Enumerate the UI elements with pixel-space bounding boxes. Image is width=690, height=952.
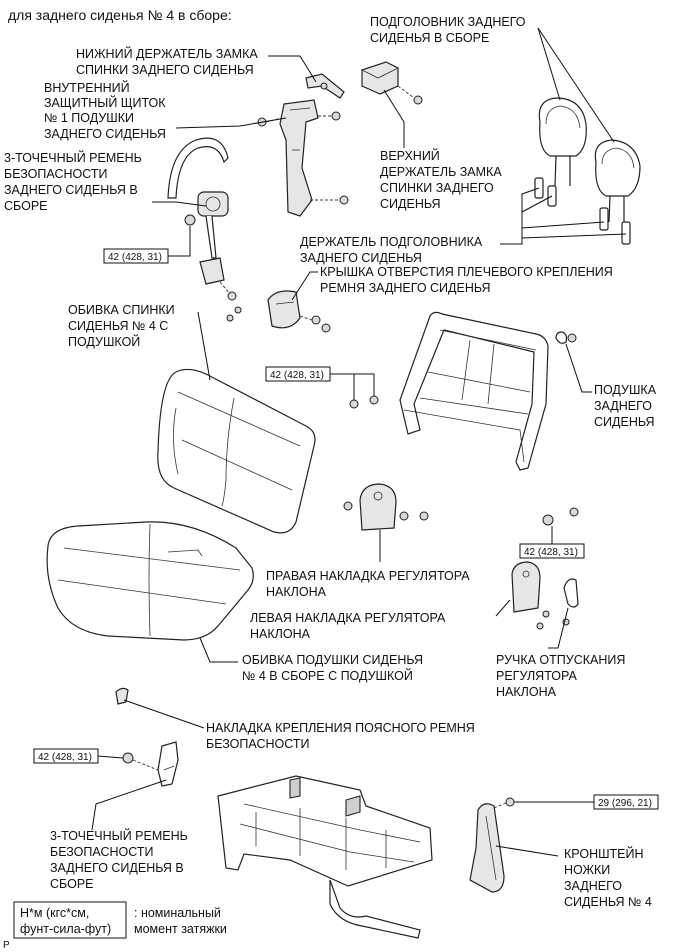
label-belt-bottom: 3-ТОЧЕЧНЫЙ РЕМЕНЬ БЕЗОПАСНОСТИ ЗАДНЕГО С… <box>50 828 191 891</box>
torque-value: 42 (428, 31) <box>38 752 92 763</box>
torque-spec-leg-bracket: 29 (296, 21) <box>593 794 659 810</box>
label-cushion-cover: ОБИВКА ПОДУШКИ СИДЕНЬЯ № 4 В СБОРЕ С ПОД… <box>242 653 427 683</box>
belt-lower-anchor <box>122 741 179 787</box>
diagram-title: для заднего сиденья № 4 в сборе: <box>8 7 232 23</box>
torque-value: 29 (296, 21) <box>598 798 652 809</box>
seat-cushion-cover <box>46 521 254 641</box>
label-lap-belt-cover: НАКЛАДКА КРЕПЛЕНИЯ ПОЯСНОГО РЕМНЯ БЕЗОПА… <box>206 721 478 751</box>
label-leg-bracket: КРОНШТЕЙН НОЖКИ ЗАДНЕГО СИДЕНЬЯ № 4 <box>564 846 652 909</box>
legend-box-text: Н*м (кгс*см, фунт-сила-фут) <box>20 906 111 936</box>
torque-value: 42 (428, 31) <box>524 547 578 558</box>
label-lower-lock-retainer: НИЖНИЙ ДЕРЖАТЕЛЬ ЗАМКА СПИНКИ ЗАДНЕГО СИ… <box>76 46 261 77</box>
left-recliner-cover <box>511 561 550 630</box>
belt-retractor-assembly <box>167 137 242 322</box>
torque-spec-frame-upper: 42 (428, 31) <box>265 366 331 382</box>
label-back-cover: ОБИВКА СПИНКИ СИДЕНЬЯ № 4 С ПОДУШКОЙ <box>68 303 178 349</box>
label-inner-guard: ВНУТРЕННИЙ ЗАЩИТНЫЙ ЩИТОК № 1 ПОДУШКИ ЗА… <box>44 80 169 141</box>
upper-lock-retainer <box>361 61 423 105</box>
right-recliner-cover <box>343 483 429 531</box>
seatback-frame <box>349 311 579 526</box>
headrest-supports <box>534 177 631 245</box>
label-upper-lock-retainer: ВЕРХНИЙ ДЕРЖАТЕЛЬ ЗАМКА СПИНКИ ЗАДНЕГО С… <box>380 148 505 211</box>
seat-cushion-frame <box>217 775 433 939</box>
shoulder-anchor-cover <box>267 290 331 333</box>
torque-spec-lap-belt: 42 (428, 31) <box>33 748 99 764</box>
lower-lock-retainer <box>305 73 345 99</box>
legend-description: : номинальный момент затяжки <box>134 906 227 936</box>
label-belt-top: 3-ТОЧЕЧНЫЙ РЕМЕНЬ БЕЗОПАСНОСТИ ЗАДНЕГО С… <box>4 150 145 213</box>
inner-guard <box>257 99 349 217</box>
label-back-cushion: ПОДУШКА ЗАДНЕГО СИДЕНЬЯ <box>594 383 660 429</box>
leader-lines <box>91 27 627 857</box>
leg-bracket <box>469 797 515 893</box>
page-marker: P <box>3 940 10 951</box>
label-headrest-support: ДЕРЖАТЕЛЬ ПОДГОЛОВНИКА ЗАДНЕГО СИДЕНЬЯ <box>300 235 486 265</box>
torque-legend: Н*м (кгс*см, фунт-сила-фут) : номинальны… <box>13 901 227 939</box>
label-left-recliner-cover: ЛЕВАЯ НАКЛАДКА РЕГУЛЯТОРА НАКЛОНА <box>250 611 449 641</box>
label-right-recliner-cover: ПРАВАЯ НАКЛАДКА РЕГУЛЯТОРА НАКЛОНА <box>266 569 473 599</box>
lap-belt-anchor-cover <box>115 687 129 705</box>
torque-spec-frame-lower: 42 (428, 31) <box>519 543 585 559</box>
label-release-handle: РУЧКА ОТПУСКАНИЯ РЕГУЛЯТОРА НАКЛОНА <box>496 653 629 699</box>
torque-value: 42 (428, 31) <box>108 252 162 263</box>
headrest-assembly <box>538 97 641 223</box>
torque-value: 42 (428, 31) <box>270 370 324 381</box>
torque-spec-belt-anchor: 42 (428, 31) <box>103 248 169 264</box>
label-shoulder-cover: КРЫШКА ОТВЕРСТИЯ ПЛЕЧЕВОГО КРЕПЛЕНИЯ РЕМ… <box>320 265 616 295</box>
label-headrest: ПОДГОЛОВНИК ЗАДНЕГО СИДЕНЬЯ В СБОРЕ <box>370 15 529 45</box>
seatback-cover <box>157 368 316 534</box>
